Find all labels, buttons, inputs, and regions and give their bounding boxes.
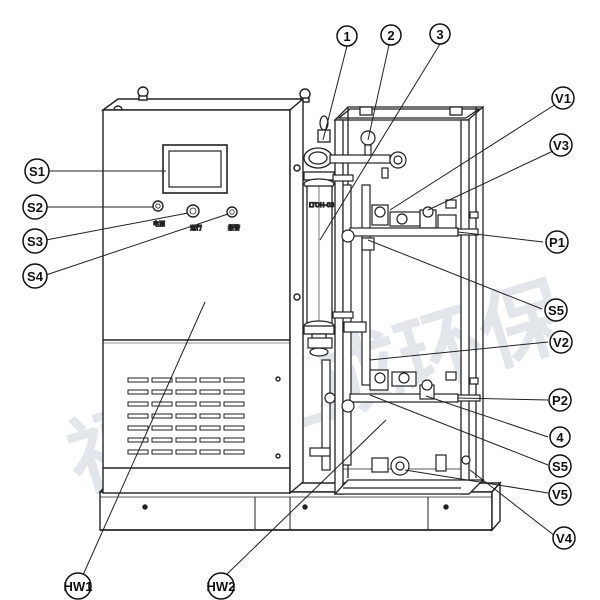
callout-v1: V1 bbox=[551, 86, 575, 110]
callout-1: 1 bbox=[336, 25, 358, 47]
svg-text:1: 1 bbox=[343, 29, 350, 44]
piping-rack-frame bbox=[333, 106, 485, 495]
svg-text:S5: S5 bbox=[552, 459, 568, 474]
svg-text:P1: P1 bbox=[549, 235, 565, 250]
callout-v3: V3 bbox=[549, 133, 573, 157]
uv-reactor-tube: LTOH-03 bbox=[303, 115, 335, 357]
svg-text:S1: S1 bbox=[29, 164, 45, 179]
callout-4: 4 bbox=[549, 426, 571, 448]
vent-grille bbox=[127, 377, 245, 455]
svg-text:HW1: HW1 bbox=[64, 579, 93, 594]
panel-label-run: 运行 bbox=[190, 224, 202, 232]
callout-s1: S1 bbox=[24, 158, 50, 184]
svg-text:4: 4 bbox=[556, 430, 564, 445]
svg-text:V2: V2 bbox=[553, 335, 569, 350]
callout-2: 2 bbox=[380, 24, 402, 46]
callout-v5: V5 bbox=[548, 482, 572, 506]
callout-hw2: HW2 bbox=[207, 572, 236, 600]
callout-3: 3 bbox=[429, 23, 451, 45]
uv-tube-label: LTOH-03 bbox=[309, 202, 334, 209]
touch-screen-s1 bbox=[162, 144, 228, 194]
callout-v2: V2 bbox=[549, 330, 573, 354]
callout-s5-upper: S5 bbox=[544, 298, 568, 322]
panel-label-alarm: 报警 bbox=[228, 224, 240, 232]
svg-text:S5: S5 bbox=[548, 303, 564, 318]
svg-text:V1: V1 bbox=[555, 91, 571, 106]
svg-text:S4: S4 bbox=[27, 269, 44, 284]
svg-text:S2: S2 bbox=[27, 200, 43, 215]
svg-text:V5: V5 bbox=[552, 487, 568, 502]
pipework bbox=[307, 130, 481, 476]
svg-text:3: 3 bbox=[436, 27, 443, 42]
svg-text:V3: V3 bbox=[553, 138, 569, 153]
callout-hw1: HW1 bbox=[64, 572, 93, 600]
svg-text:HW2: HW2 bbox=[207, 579, 236, 594]
callout-s3: S3 bbox=[22, 228, 48, 254]
callout-p1: P1 bbox=[545, 230, 569, 254]
callouts: 1 2 3 V1 V3 P1 S5 V2 P2 4 S5 V5 V4 S1 S2… bbox=[22, 23, 576, 600]
svg-text:P2: P2 bbox=[552, 393, 568, 408]
callout-v4: V4 bbox=[552, 526, 576, 550]
leader-lines bbox=[45, 43, 557, 576]
callout-s4: S4 bbox=[22, 263, 48, 289]
svg-text:V4: V4 bbox=[556, 531, 573, 546]
svg-text:S3: S3 bbox=[27, 234, 43, 249]
callout-p2: P2 bbox=[548, 388, 572, 412]
callout-s2: S2 bbox=[22, 194, 48, 220]
panel-controls: 电源 运行 报警 bbox=[152, 200, 241, 233]
panel-label-power: 电源 bbox=[153, 220, 165, 228]
svg-text:2: 2 bbox=[387, 28, 394, 43]
callout-s5-lower: S5 bbox=[548, 454, 572, 478]
